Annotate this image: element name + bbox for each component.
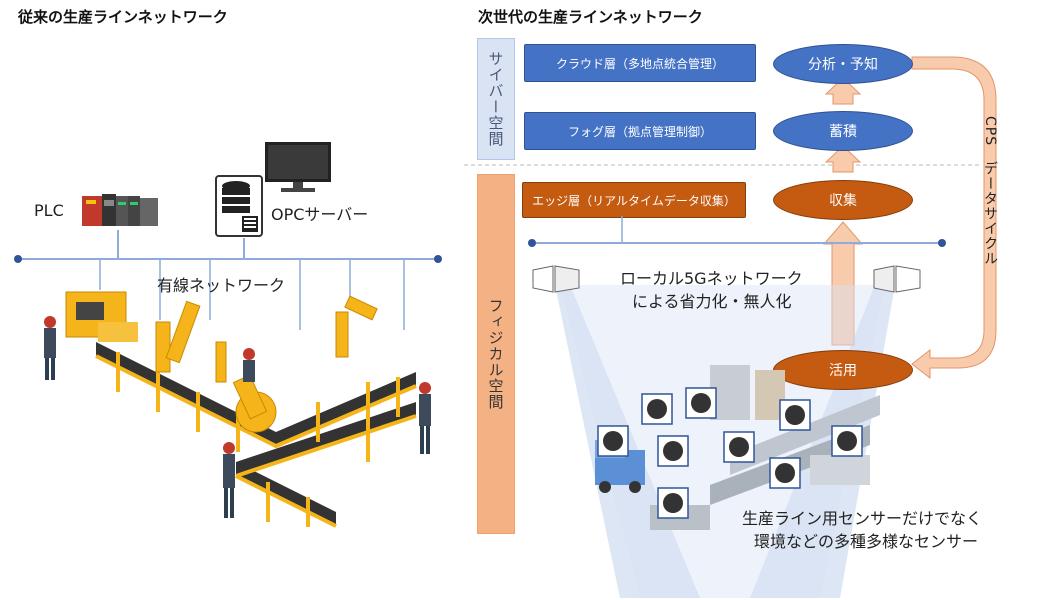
plc-label: PLC xyxy=(34,201,64,220)
monitor-icon xyxy=(265,142,331,192)
fog-layer-box: フォグ層（拠点管理制御） xyxy=(524,112,756,150)
opc-server-label: OPCサーバー xyxy=(271,205,369,224)
wired-network-label: 有線ネットワーク xyxy=(157,276,286,295)
cloud-layer-box: クラウド層（多地点統合管理） xyxy=(524,44,756,82)
physical-space-band: フィジカル空間 xyxy=(477,174,515,534)
cyber-space-band: サイバー空間 xyxy=(477,38,515,160)
plc-device-icon xyxy=(82,194,158,226)
local-5g-text-2: による省力化・無人化 xyxy=(632,292,792,311)
5g-antenna-left-icon xyxy=(532,265,580,293)
sensor-text-2: 環境などの多種多様なセンサー xyxy=(754,532,979,551)
sensor-text-1: 生産ライン用センサーだけでなく xyxy=(742,509,983,528)
5g-antenna-right-icon xyxy=(873,265,921,293)
storage-oval: 蓄積 xyxy=(773,111,913,151)
database-icon xyxy=(215,175,263,237)
local-5g-text-1: ローカル5Gネットワーク xyxy=(620,269,803,288)
left-title: 従来の生産ラインネットワーク xyxy=(18,8,228,26)
edge-layer-box: エッジ層（リアルタイムデータ収集） xyxy=(522,182,746,218)
right-title: 次世代の生産ラインネットワーク xyxy=(478,8,703,26)
factory-line-illustration xyxy=(44,291,431,528)
cyber-physical-divider xyxy=(464,164,979,166)
cps-data-cycle-label: CPS データサイクル xyxy=(982,116,998,267)
sensor-icons xyxy=(597,387,863,519)
collection-oval: 収集 xyxy=(773,180,913,220)
analysis-prediction-oval: 分析・予知 xyxy=(773,44,913,84)
